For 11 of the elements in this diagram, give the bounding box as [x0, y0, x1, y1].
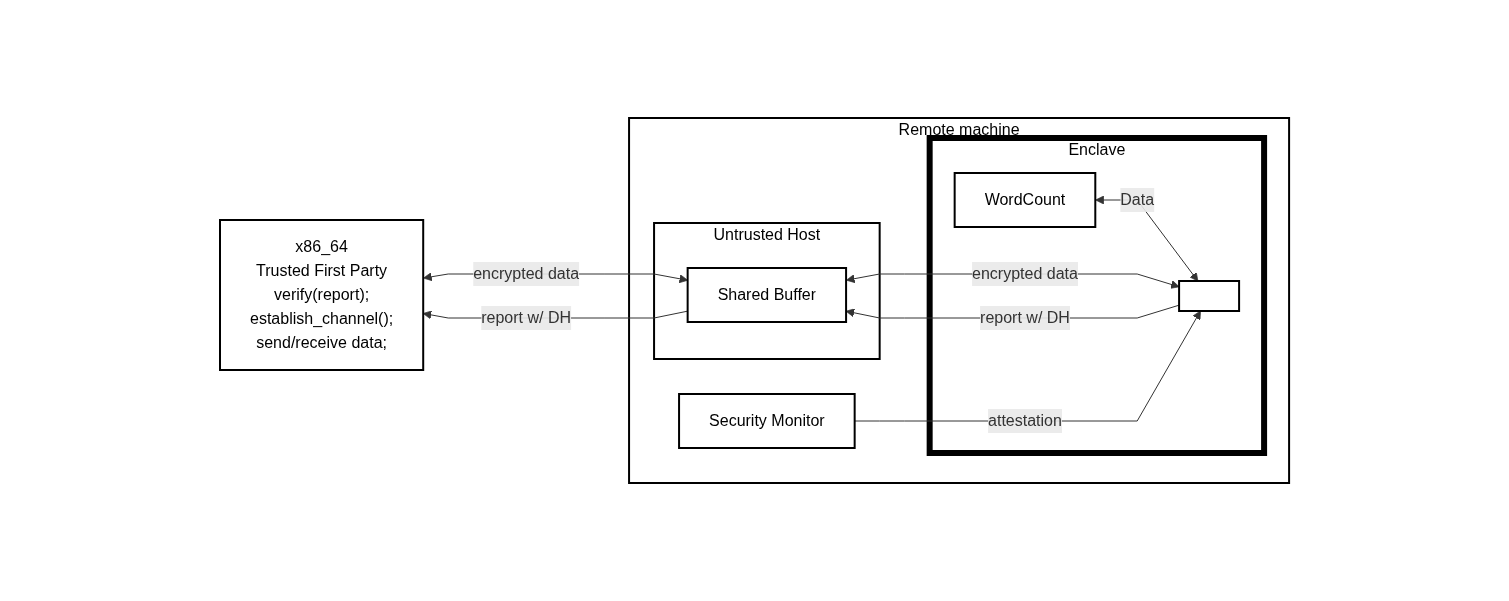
edge-label: encrypted data [473, 265, 580, 282]
edge-label: report w/ DH [980, 309, 1070, 326]
node-box [1178, 280, 1241, 312]
node-box: Security Monitor [678, 393, 856, 449]
edge-label: Data [1120, 191, 1155, 208]
node-box: WordCount [953, 172, 1097, 228]
edge-label: report w/ DH [481, 309, 571, 326]
edge-label: attestation [988, 412, 1062, 429]
node-box: Shared Buffer [686, 267, 848, 323]
node-box: x86_64 Trusted First Party verify(report); establish_channel(); send/receive data; [218, 219, 425, 371]
edge-label: encrypted data [972, 265, 1078, 282]
